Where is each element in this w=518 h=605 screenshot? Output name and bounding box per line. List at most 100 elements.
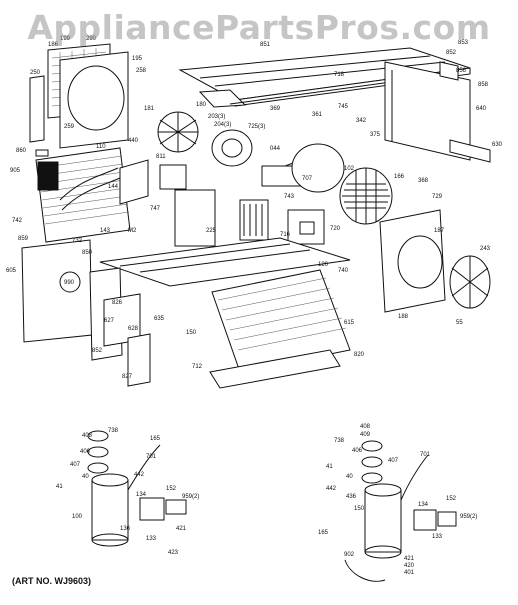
label-738: 738 xyxy=(108,428,119,434)
label-627: 627 xyxy=(104,318,115,324)
label-408-r: 408 xyxy=(360,424,371,430)
label-716: 716 xyxy=(280,232,291,238)
label-630: 630 xyxy=(492,142,503,148)
label-342: 342 xyxy=(356,118,367,124)
label-725: 725(3) xyxy=(248,124,265,130)
base-pan xyxy=(99,237,351,287)
label-442: 442 xyxy=(134,472,145,478)
label-605: 605 xyxy=(6,268,17,274)
label-959-r: 959(2) xyxy=(460,514,477,520)
label-401-r: 401 xyxy=(404,570,415,576)
label-747: 747 xyxy=(150,206,161,212)
label-853: 853 xyxy=(458,40,469,46)
label-811: 811 xyxy=(156,154,166,160)
front-grille-panel xyxy=(29,43,129,157)
label-859: 859 xyxy=(18,236,29,242)
label-707: 707 xyxy=(302,176,313,182)
label-369: 369 xyxy=(270,106,281,112)
label-635: 635 xyxy=(154,316,165,322)
label-187: 187 xyxy=(434,228,445,234)
condenser-coil xyxy=(209,269,351,389)
label-203: 203(3) xyxy=(208,114,225,120)
label-204: 204(3) xyxy=(214,122,231,128)
label-905: 905 xyxy=(10,168,21,174)
label-421: 421 xyxy=(176,526,187,532)
condenser-blower xyxy=(291,143,491,313)
label-165: 165 xyxy=(150,436,161,442)
callout-labels: 853 851 852 856 858 718 640 630 186 199 … xyxy=(6,36,503,576)
label-406-r: 406 xyxy=(352,448,363,454)
label-133: 133 xyxy=(146,536,157,542)
evaporator-coil xyxy=(35,147,131,243)
label-990: 990 xyxy=(64,280,75,286)
label-442-r: 442 xyxy=(326,486,337,492)
label-615: 615 xyxy=(344,320,355,326)
label-180: 180 xyxy=(196,102,207,108)
label-856: 856 xyxy=(456,68,467,74)
label-827: 827 xyxy=(122,374,133,380)
label-044: 044 xyxy=(270,146,281,152)
label-408: 408 xyxy=(82,433,93,439)
watermark: AppliancePartsPros.com xyxy=(27,8,491,47)
label-712: 712 xyxy=(192,364,203,370)
label-640: 640 xyxy=(476,106,487,112)
label-40-r: 40 xyxy=(346,474,353,480)
label-742: 742 xyxy=(12,218,23,224)
label-368: 368 xyxy=(418,178,429,184)
label-406: 406 xyxy=(80,449,91,455)
label-436-r: 436 xyxy=(346,494,357,500)
label-195: 195 xyxy=(132,56,143,62)
label-860: 860 xyxy=(16,148,27,154)
label-143: 143 xyxy=(100,228,111,234)
compressor-left xyxy=(87,430,187,547)
label-40: 40 xyxy=(82,474,89,480)
label-166: 166 xyxy=(394,174,405,180)
label-732: 732 xyxy=(72,238,83,244)
label-375: 375 xyxy=(370,132,381,138)
label-738-r: 738 xyxy=(334,438,345,444)
label-102: 102 xyxy=(344,166,355,172)
label-440: 440 xyxy=(128,138,139,144)
label-959: 959(2) xyxy=(182,494,199,500)
label-421-r: 421 xyxy=(404,556,415,562)
art-number: (ART NO. WJ9603) xyxy=(12,576,92,586)
label-258: 258 xyxy=(136,68,147,74)
label-181: 181 xyxy=(144,106,155,112)
label-186: 186 xyxy=(48,42,59,48)
rear-side-panel xyxy=(384,61,491,163)
label-110: 110 xyxy=(96,144,106,150)
label-136: 136 xyxy=(120,526,131,532)
label-188: 188 xyxy=(398,314,409,320)
label-134: 134 xyxy=(136,492,147,498)
label-225: 225 xyxy=(206,228,217,234)
label-740: 740 xyxy=(338,268,349,274)
label-852-b: 852 xyxy=(92,348,103,354)
label-150: 150 xyxy=(186,330,197,336)
label-852: 852 xyxy=(446,50,457,56)
label-851: 851 xyxy=(260,42,271,48)
label-152: 152 xyxy=(166,486,177,492)
label-259: 259 xyxy=(64,124,75,130)
label-902-r: 902 xyxy=(344,552,355,558)
label-250: 250 xyxy=(30,70,41,76)
label-718: 718 xyxy=(334,72,345,78)
label-745: 745 xyxy=(338,104,349,110)
label-407: 407 xyxy=(70,462,81,468)
label-407-r: 407 xyxy=(388,458,399,464)
label-100: 100 xyxy=(72,514,83,520)
label-850: 850 xyxy=(82,250,93,256)
label-858: 858 xyxy=(478,82,489,88)
label-361: 361 xyxy=(312,112,323,118)
label-m2: M2 xyxy=(128,228,137,234)
label-199: 199 xyxy=(60,36,71,42)
label-134-r: 134 xyxy=(418,502,429,508)
label-701: 701 xyxy=(146,454,157,460)
blower-fan-assembly xyxy=(119,111,253,205)
label-41: 41 xyxy=(56,484,63,490)
left-side-panel xyxy=(21,239,151,387)
label-150-r: 150 xyxy=(354,506,365,512)
label-243: 243 xyxy=(480,246,491,252)
label-720: 720 xyxy=(330,226,341,232)
